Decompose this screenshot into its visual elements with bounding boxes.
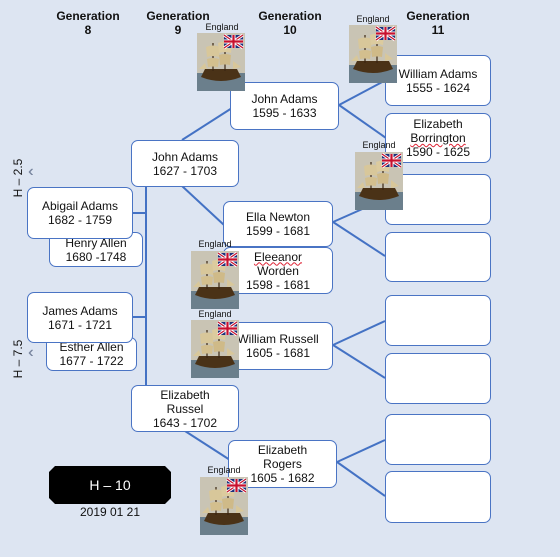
plaque-label: H – 10 bbox=[89, 477, 131, 493]
ship-caption: England bbox=[356, 14, 390, 24]
header-generation-9: Generation 9 bbox=[138, 9, 218, 37]
side-label-lower: H – 7.5 bbox=[11, 339, 25, 379]
header-line1: Generation bbox=[146, 9, 210, 23]
person-dates: 1680 -1748 bbox=[65, 249, 127, 264]
person-name-line1: Eleeanor bbox=[253, 249, 303, 264]
person-william-adams[interactable]: William Adams 1555 - 1624 bbox=[385, 55, 491, 106]
person-john-adams-gen9[interactable]: John Adams 1627 - 1703 bbox=[131, 140, 239, 187]
person-name: Ella Newton bbox=[245, 210, 311, 224]
person-elizabeth-rogers[interactable]: Elizabeth Rogers 1605 - 1682 bbox=[228, 440, 337, 488]
side-label-upper: H – 2.5 bbox=[11, 158, 25, 198]
header-generation-10: Generation 10 bbox=[250, 9, 330, 37]
person-name: John Adams bbox=[251, 92, 318, 106]
generation-plaque: H – 10 bbox=[49, 466, 171, 504]
person-dates: 1677 - 1722 bbox=[59, 354, 124, 368]
ship-caption: England bbox=[362, 140, 396, 150]
person-name: James Adams bbox=[42, 303, 118, 318]
person-name-line1: Elizabeth bbox=[160, 387, 210, 402]
person-dates: 1605 - 1681 bbox=[245, 346, 311, 360]
header-line2: 9 bbox=[174, 23, 182, 37]
ship-caption: England bbox=[198, 309, 232, 319]
header-line1: Generation bbox=[406, 9, 470, 23]
person-dates: 1555 - 1624 bbox=[405, 80, 471, 95]
header-line1: Generation bbox=[56, 9, 120, 23]
ship-england-icon bbox=[191, 320, 239, 378]
header-line1: Generation bbox=[258, 9, 322, 23]
chart-date: 2019 01 21 bbox=[79, 505, 141, 519]
ship-england-icon bbox=[349, 25, 397, 83]
empty-person-slot[interactable] bbox=[385, 353, 491, 404]
header-line2: 8 bbox=[84, 23, 92, 37]
person-dates: 1671 - 1721 bbox=[47, 317, 113, 332]
person-abigail-adams[interactable]: Abigail Adams 1682 - 1759 bbox=[27, 187, 133, 239]
person-william-russell[interactable]: William Russell 1605 - 1681 bbox=[223, 322, 333, 370]
person-name: Esther Allen bbox=[59, 340, 124, 354]
double-chevron-left-icon[interactable]: ‹‹ bbox=[28, 344, 32, 361]
ship-england-icon bbox=[197, 33, 245, 91]
person-dates: 1595 - 1633 bbox=[252, 106, 317, 120]
empty-person-slot[interactable] bbox=[385, 471, 491, 523]
person-dates: 1643 - 1702 bbox=[152, 415, 218, 430]
person-name: William Adams bbox=[398, 66, 478, 81]
person-dates: 1590 - 1625 bbox=[405, 145, 471, 159]
person-name: Abigail Adams bbox=[41, 199, 119, 213]
person-dates: 1682 - 1759 bbox=[47, 213, 113, 227]
person-name-line1: Elizabeth bbox=[413, 117, 463, 131]
person-name-line1: Elizabeth bbox=[257, 443, 308, 457]
person-elizabeth-russel[interactable]: Elizabeth Russel 1643 - 1702 bbox=[131, 385, 239, 432]
person-name: William Russell bbox=[237, 332, 319, 346]
ship-caption: England bbox=[205, 22, 239, 32]
ship-caption: England bbox=[207, 465, 241, 475]
header-generation-11: Generation 11 bbox=[398, 9, 478, 37]
header-line2: 11 bbox=[431, 23, 445, 37]
empty-person-slot[interactable] bbox=[385, 414, 491, 465]
double-chevron-left-icon[interactable]: ‹‹ bbox=[28, 163, 32, 180]
person-dates: 1627 - 1703 bbox=[152, 163, 218, 178]
person-name-line2: Borrington bbox=[410, 131, 466, 145]
person-eleeanor-worden[interactable]: Eleeanor Worden 1598 - 1681 bbox=[223, 247, 333, 294]
empty-person-slot[interactable] bbox=[385, 295, 491, 346]
empty-person-slot[interactable] bbox=[385, 232, 491, 282]
person-name: Henry Allen bbox=[65, 235, 127, 250]
person-john-adams-gen10[interactable]: John Adams 1595 - 1633 bbox=[230, 82, 339, 130]
person-name-line2: Russel bbox=[166, 401, 204, 416]
ship-caption: England bbox=[198, 239, 232, 249]
person-dates: 1605 - 1682 bbox=[250, 471, 315, 485]
person-james-adams[interactable]: James Adams 1671 - 1721 bbox=[27, 292, 133, 343]
header-generation-8: Generation 8 bbox=[48, 9, 128, 37]
ship-england-icon bbox=[200, 477, 248, 535]
person-name-line2: Worden bbox=[257, 263, 299, 278]
person-name-line2: Rogers bbox=[263, 457, 302, 471]
person-dates: 1599 - 1681 bbox=[245, 224, 311, 238]
person-name: John Adams bbox=[151, 149, 219, 164]
person-dates: 1598 - 1681 bbox=[245, 277, 311, 292]
ship-england-icon bbox=[355, 152, 403, 210]
person-ella-newton[interactable]: Ella Newton 1599 - 1681 bbox=[223, 201, 333, 247]
header-line2: 10 bbox=[283, 23, 297, 37]
ship-england-icon bbox=[191, 251, 239, 309]
